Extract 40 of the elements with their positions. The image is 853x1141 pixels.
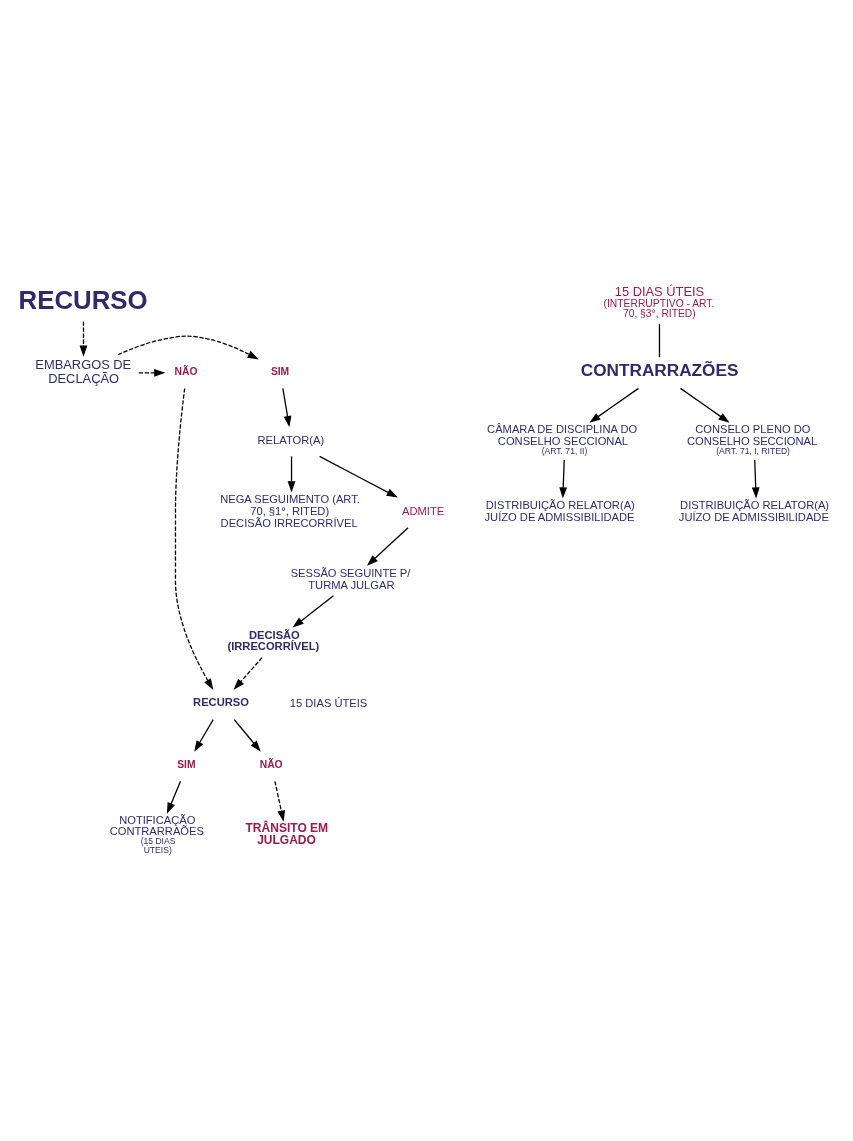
- arrow: [138, 368, 166, 377]
- arrow: [366, 526, 409, 566]
- node-text: NOTIFICAÇÃO CONTRARRAÕES (15 DIAS ÚTEIS): [109, 813, 204, 855]
- arrow: [282, 387, 292, 427]
- node-text: RELATOR(A): [257, 433, 325, 446]
- arrow: [174, 387, 214, 690]
- arrow: [117, 334, 259, 359]
- node-text: 15 DIAS ÚTEIS (INTERRUPTIVO - ART. 70, §3°, RITED): [603, 283, 715, 319]
- arrow: [559, 458, 568, 499]
- node-text: EMBARGOS DE DECLAÇÃO: [35, 356, 132, 386]
- node-text: NEGA SEGUIMENTO (ART. 70, §1°, RITED) DECISÃO IRRECORRÍVEL: [220, 492, 360, 529]
- node-text: CONTRARRAZÕES: [580, 359, 739, 380]
- node-text: TRÂNSITO EM JULGADO: [245, 820, 329, 847]
- arrow: [292, 594, 335, 628]
- arrow: [679, 387, 730, 423]
- connector: [658, 322, 661, 358]
- arrow: [194, 718, 214, 752]
- node-text: DISTRIBUIÇÃO RELATOR(A) JUÍZO DE ADMISSIBILIDADE: [484, 498, 635, 523]
- node-text: SIM: [270, 365, 290, 377]
- arrow: [589, 387, 640, 423]
- node-text: RECURSO: [18, 285, 148, 314]
- arrow: [233, 718, 261, 752]
- arrow: [751, 458, 760, 499]
- arrow: [233, 656, 263, 690]
- arrow: [79, 320, 88, 357]
- node-text: RECURSO: [193, 695, 249, 708]
- node-text: CONSELO PLENO DO CONSELHO SECCIONAL (ART. 71, I, RITED): [686, 422, 818, 456]
- arrow: [166, 780, 182, 814]
- node-text: CÂMARA DE DISCIPLINA DO CONSELHO SECCIONAL (ART. 71, II): [487, 422, 638, 456]
- node-text: DISTRIBUIÇÃO RELATOR(A) JUÍZO DE ADMISSIBILIDADE: [678, 498, 830, 523]
- node-label: 15 DIAS ÚTEIS: [289, 696, 368, 709]
- arrow: [287, 455, 296, 492]
- node-text: ADMITE: [402, 504, 445, 517]
- node-text: SESSÃO SEGUINTE P/ TURMA JULGAR: [290, 566, 411, 591]
- node-text: DECISÃO (IRRECORRÍVEL): [227, 628, 320, 652]
- node-text: NÃO: [174, 365, 198, 377]
- arrow: [318, 455, 398, 498]
- node-text: NÃO: [259, 758, 283, 770]
- node-text: SIM: [177, 758, 196, 770]
- arrow: [274, 780, 286, 822]
